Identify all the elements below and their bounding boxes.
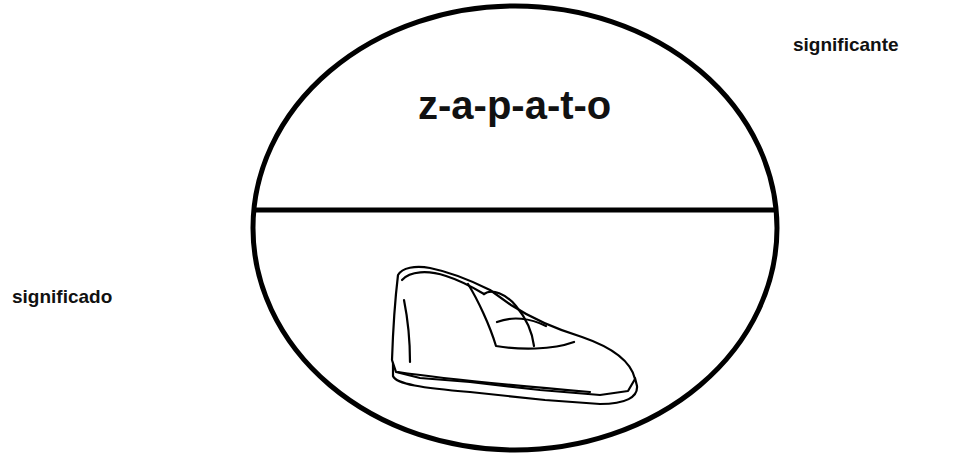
- term-label: significado: [12, 286, 112, 308]
- shoe-illustration: [380, 250, 650, 420]
- circle-outline: [250, 3, 780, 453]
- term-label: significante: [793, 34, 899, 56]
- sign-circle: z-a-p-a-t-o: [250, 3, 780, 453]
- signifier-word: z-a-p-a-t-o: [418, 83, 611, 128]
